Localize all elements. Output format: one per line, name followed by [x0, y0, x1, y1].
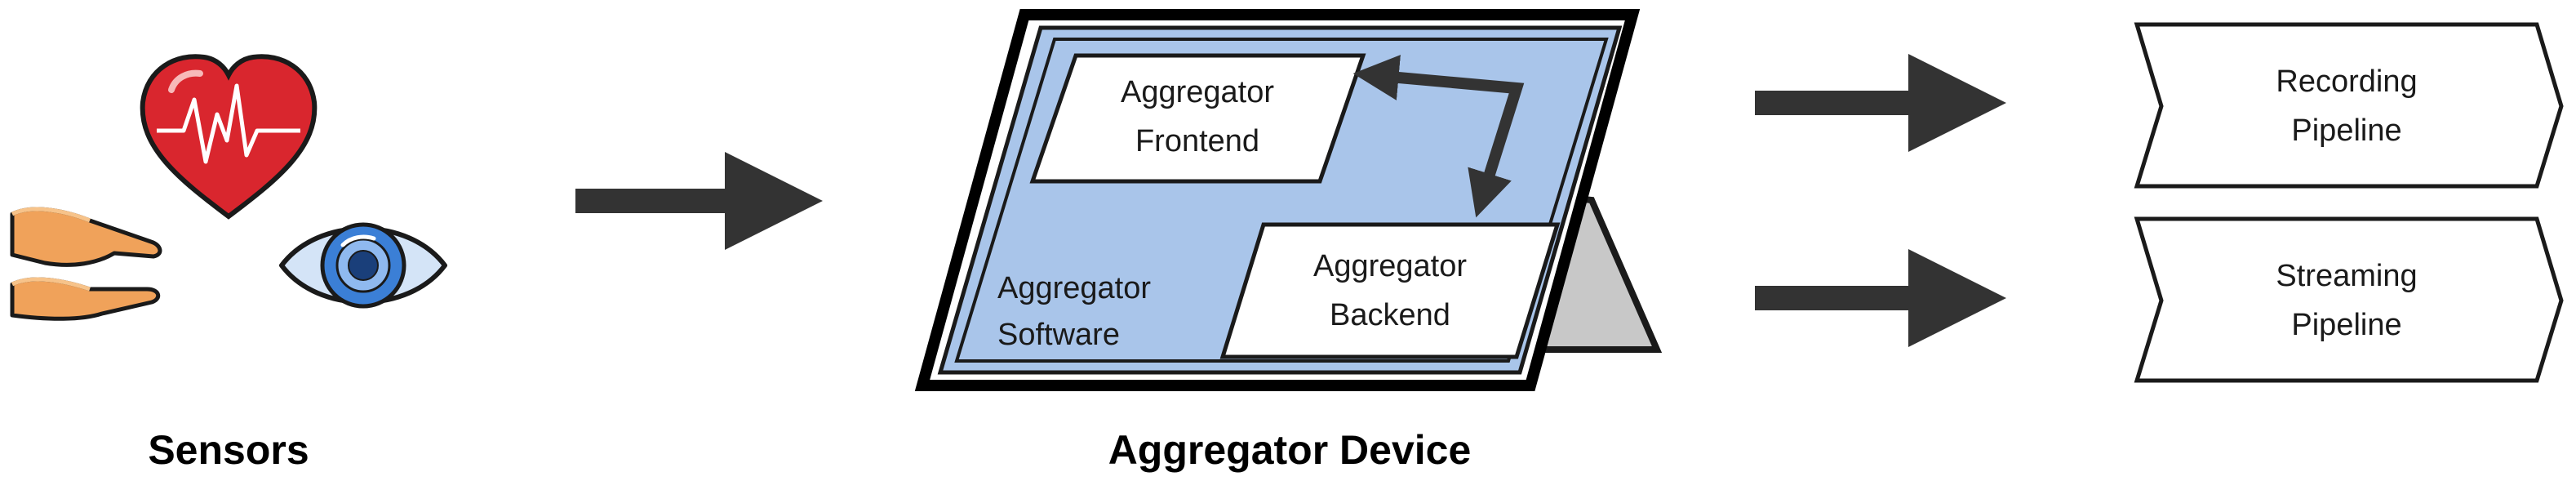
frontend-line1: Aggregator: [1121, 75, 1274, 109]
recording-pipeline: Recording Pipeline: [2134, 22, 2564, 189]
streaming-pipeline: Streaming Pipeline: [2134, 216, 2564, 383]
backend-line1: Aggregator: [1313, 249, 1467, 283]
software-line2: Software: [997, 318, 1120, 352]
frontend-line2: Frontend: [1135, 124, 1259, 158]
software-line1: Aggregator: [997, 271, 1151, 305]
streaming-line1: Streaming: [2276, 259, 2417, 293]
heart-rate-icon: [140, 54, 318, 220]
streaming-line2: Pipeline: [2291, 308, 2401, 342]
recording-line1: Recording: [2276, 65, 2417, 99]
hands-icon: [10, 207, 162, 321]
sensors-label: Sensors: [148, 427, 309, 473]
device-label: Aggregator Device: [1108, 427, 1472, 473]
arrow-frontend-backend: [1352, 55, 1525, 218]
eye-icon: [279, 222, 447, 309]
backend-line2: Backend: [1330, 298, 1450, 332]
aggregator-frontend-box: Aggregator Frontend: [1029, 53, 1366, 184]
sensors-group: Sensors: [10, 54, 447, 473]
aggregator-backend-box: Aggregator Backend: [1219, 222, 1561, 359]
aggregator-device: Aggregator Frontend Aggregator Backend A…: [914, 9, 1663, 473]
recording-line2: Pipeline: [2291, 114, 2401, 148]
